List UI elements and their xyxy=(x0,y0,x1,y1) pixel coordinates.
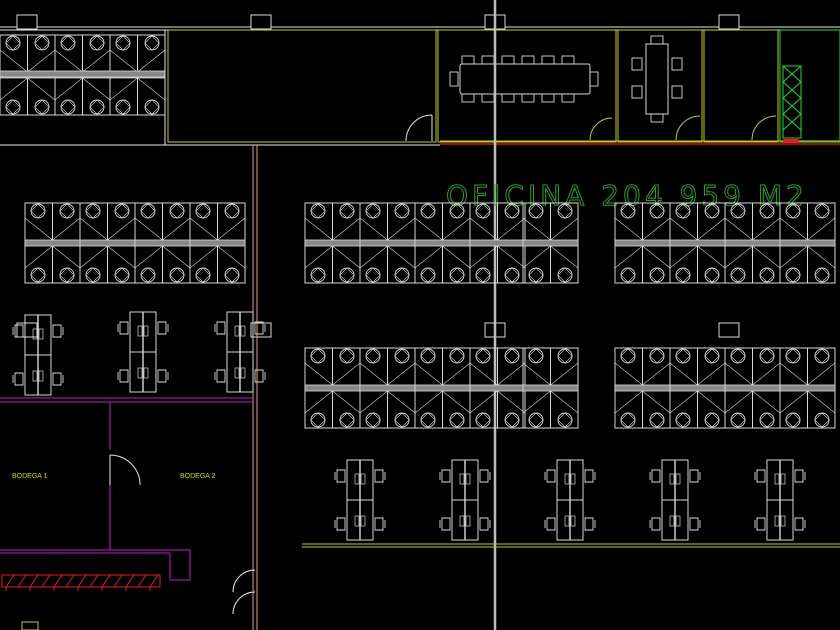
workstation-cluster-right-1 xyxy=(614,202,836,284)
workstation-cluster-top-left xyxy=(0,34,166,116)
room-top-right xyxy=(703,29,840,143)
shelving-hatch xyxy=(1,574,161,591)
door-swing-bottom xyxy=(232,569,256,615)
workstation-cluster-left xyxy=(24,202,246,284)
partition-walls xyxy=(252,145,258,630)
workstation-cluster-center-2 xyxy=(304,347,579,429)
conference-room xyxy=(405,29,617,143)
door-swing-icon xyxy=(405,114,433,142)
workstation-cluster-center-1 xyxy=(304,202,579,284)
top-wall-band xyxy=(0,26,840,146)
room-label-bodega-1: BODEGA 1 xyxy=(12,473,48,480)
storage-rooms: BODEGA 1 BODEGA 2 xyxy=(0,397,253,581)
office-area-label: OFICINA 204 959 M2 xyxy=(446,179,808,212)
stair-hatch xyxy=(782,65,802,139)
desk-pair-icon xyxy=(12,311,266,396)
conference-table-icon xyxy=(449,55,599,103)
meeting-room-small xyxy=(617,29,703,143)
workstation-cluster-right-2 xyxy=(614,347,836,429)
desk-pair-bottom-row xyxy=(334,459,806,541)
column-icon xyxy=(16,14,740,338)
room-top-middle xyxy=(164,29,437,145)
room-label-bodega-2: BODEGA 2 xyxy=(180,473,216,480)
